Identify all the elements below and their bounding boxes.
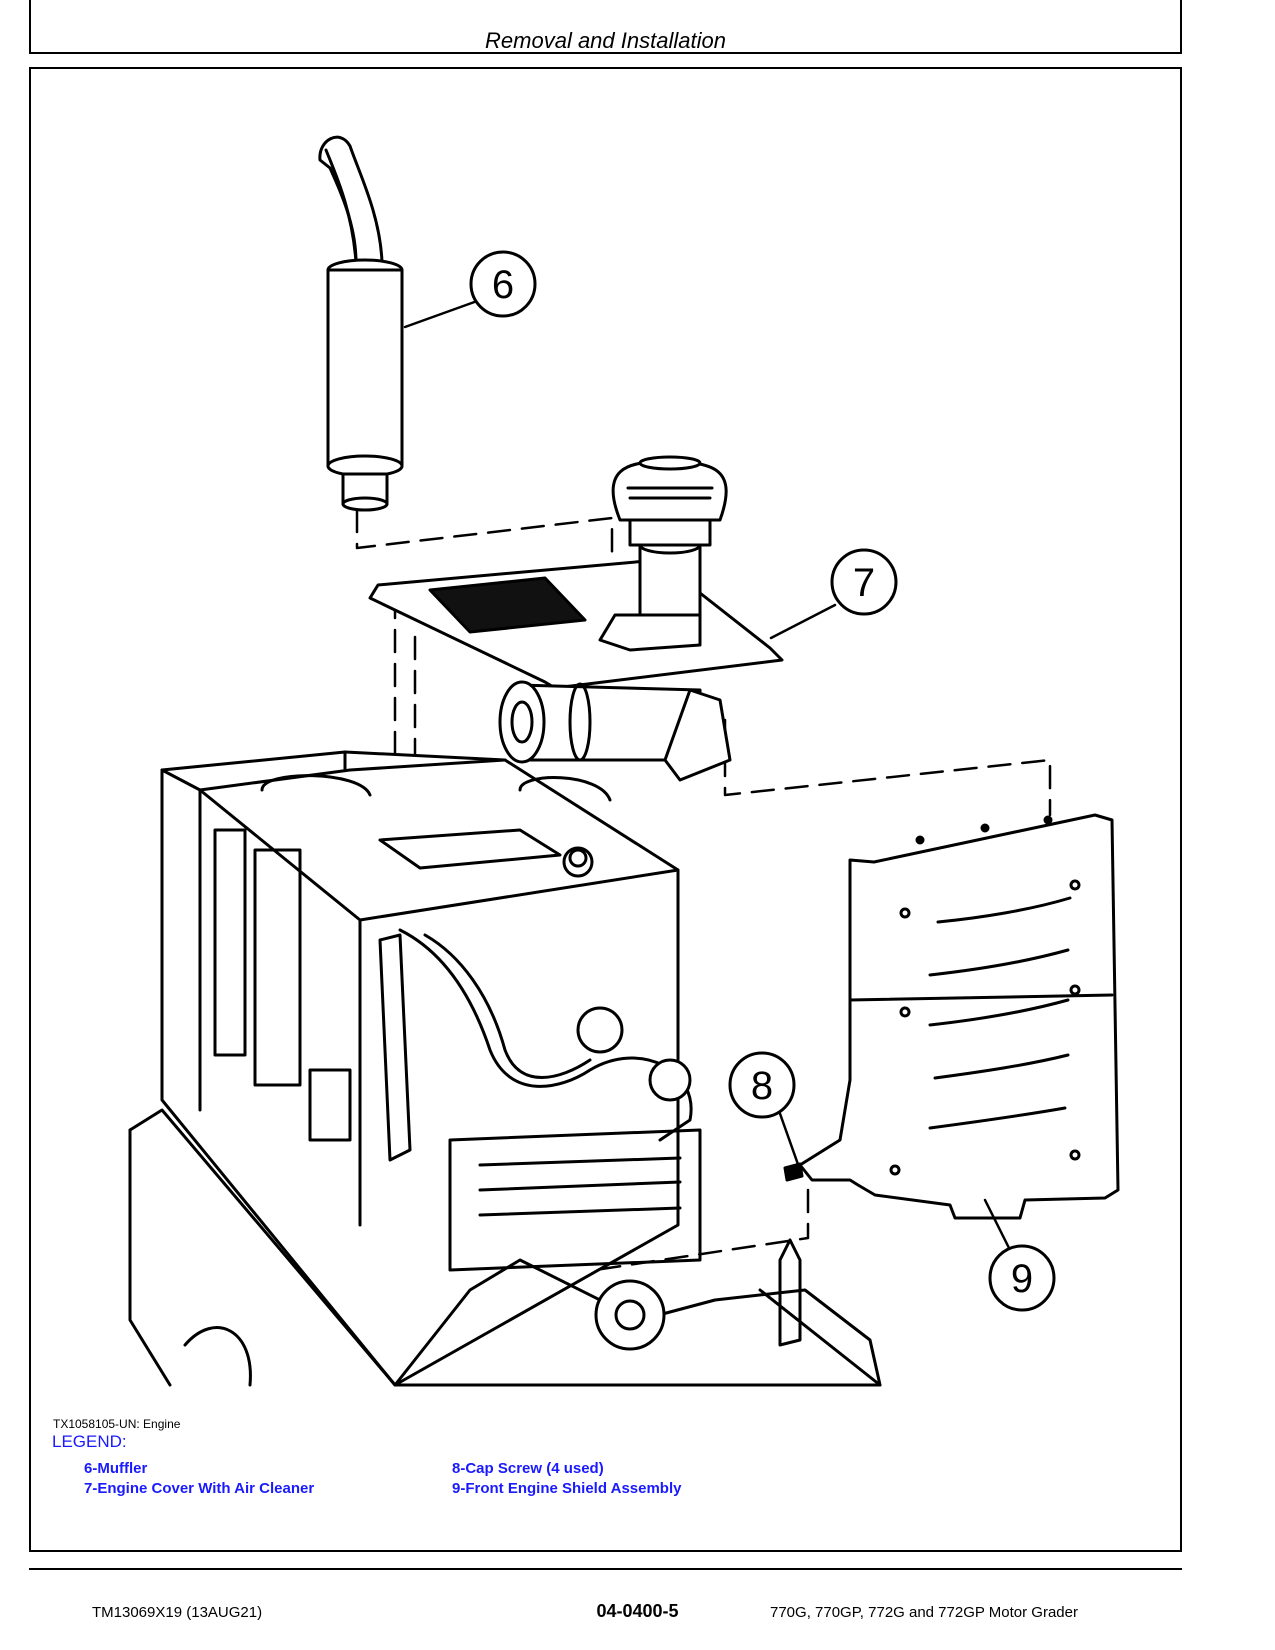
section-title: Removal and Installation (485, 28, 726, 53)
cap-screw-drawing (783, 1162, 804, 1182)
figure-frame (29, 67, 1182, 1552)
legend-title: LEGEND: (52, 1432, 127, 1451)
callout-8-circle (728, 1051, 796, 1119)
front-engine-shield-drawing (798, 813, 1120, 1220)
callout-8-label: 8 (751, 1064, 773, 1108)
footer-divider (29, 1568, 1182, 1570)
footer-doc-code: TM13069X19 (13AUG21) (92, 1604, 263, 1621)
callout-7-label: 7 (853, 561, 875, 605)
figure-id: TX1058105-UN: Engine (53, 1417, 181, 1431)
legend-item-front-engine-shield: 9-Front Engine Shield Assembly (452, 1480, 682, 1497)
callout-9-circle (988, 1244, 1056, 1312)
callout-6-label: 6 (492, 263, 514, 307)
muffler-drawing (318, 135, 404, 512)
engine-cover-drawing (368, 455, 784, 782)
callout-7-circle (830, 548, 898, 616)
engine-compartment-drawing (128, 750, 882, 1387)
legend-item-cap-screw: 8-Cap Screw (4 used) (452, 1460, 604, 1477)
callout-6-circle (469, 250, 537, 318)
footer-model: 770G, 770GP, 772G and 772GP Motor Grader (770, 1604, 1078, 1621)
footer-page-number: 04-0400-5 (596, 1601, 679, 1621)
legend-item-muffler: 6-Muffler (84, 1460, 148, 1477)
legend-item-engine-cover: 7-Engine Cover With Air Cleaner (84, 1480, 315, 1497)
page-header: Removal and Installation (29, 0, 1182, 54)
callout-9-label: 9 (1011, 1257, 1033, 1301)
